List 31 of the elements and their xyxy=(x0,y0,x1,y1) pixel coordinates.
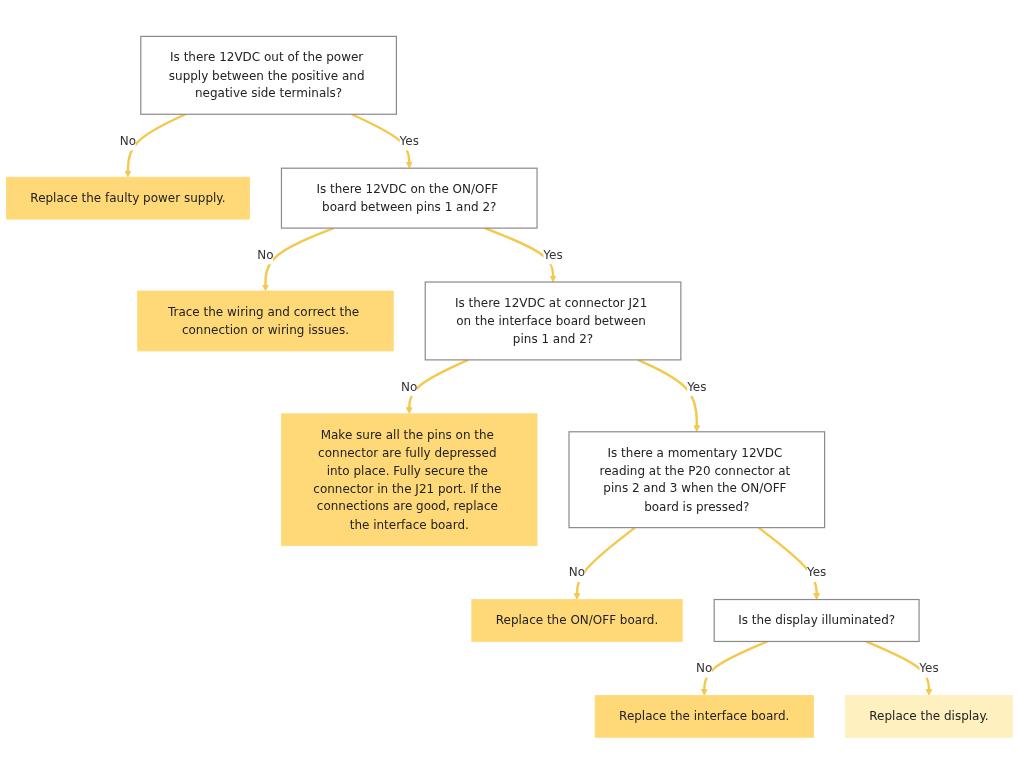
node-box: Trace the wiring and correct the connection or wiring issues. xyxy=(137,290,394,351)
arrow xyxy=(573,526,636,600)
edge-label: Yes xyxy=(543,247,563,262)
edge-label: No xyxy=(696,660,713,676)
edge-label: Yes xyxy=(399,133,419,148)
arrow xyxy=(405,358,469,414)
edge-label: No xyxy=(401,379,418,394)
arrow xyxy=(637,358,701,432)
arrow xyxy=(261,226,335,291)
node-box: Replace the faulty power supply. xyxy=(6,176,250,220)
node-box: Replace the ON/OFF board. xyxy=(471,598,683,642)
node-box: Is there 12VDC at connector J21 on the interface board between pins 1 and 2? xyxy=(424,281,682,361)
arrow xyxy=(865,640,933,696)
edge-label: Yes xyxy=(687,379,707,394)
node-box: Is the display illuminated? xyxy=(713,598,920,642)
node-box: Replace the interface board. xyxy=(594,694,814,738)
node-box: Is there a momentary 12VDC reading at the P20 connector at pins 2 and 3 when the ON/OFF board is pressed? xyxy=(568,430,826,528)
arrow xyxy=(351,112,413,169)
node-box: Is there 12VDC out of the power supply between the positive and negative side terminals? xyxy=(140,35,397,115)
edge-label: Yes xyxy=(806,564,827,580)
arrow xyxy=(124,112,186,178)
arrow xyxy=(484,226,557,282)
edge-label: No xyxy=(568,564,586,580)
node-box: Is there 12VDC on the ON/OFF board between pins 1 and 2? xyxy=(280,167,538,229)
node-box: Make sure all the pins on the connector are fully depressed into place. Fully secure the connector in the J21 port. If the connections are good, replace the interface board. xyxy=(281,413,538,546)
node-box: Replace the display. xyxy=(844,694,1013,738)
arrow xyxy=(700,640,768,696)
edge-label: Yes xyxy=(919,660,939,676)
edge-label: No xyxy=(119,133,137,148)
arrow xyxy=(757,526,821,600)
edge-label: No xyxy=(257,247,274,262)
